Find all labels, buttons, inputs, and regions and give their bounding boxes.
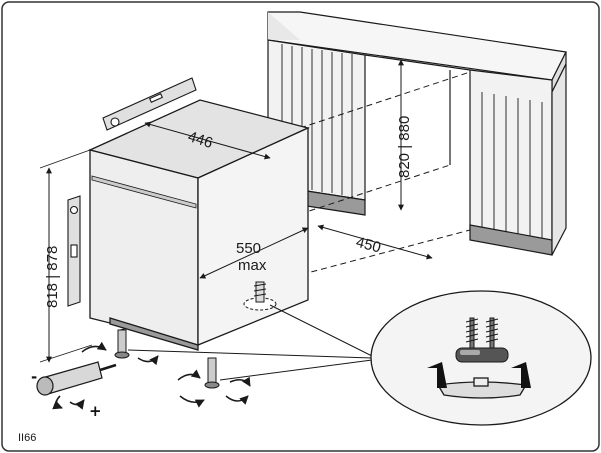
spring-foot-icon <box>243 281 277 311</box>
dimension-recess-depth: 450 <box>354 234 383 257</box>
dimension-width-top: 446 <box>186 128 215 152</box>
kitchen-cabinets <box>267 11 567 256</box>
spirit-level-icon <box>102 77 197 131</box>
screwdriver-icon <box>36 361 117 410</box>
dimension-depth-unit: max <box>238 257 267 274</box>
detail-leader-lines <box>127 304 373 381</box>
dimension-depth: 550 <box>236 240 261 257</box>
figure-id: II66 <box>18 432 36 444</box>
detail-callout <box>370 290 592 426</box>
dimension-lines <box>39 59 433 363</box>
dimension-recess-height: 820 | 880 <box>396 116 413 178</box>
adjust-plus-symbol: + <box>89 402 102 420</box>
up-arrow-icon <box>427 362 531 388</box>
rotation-arrow-icon <box>81 341 251 408</box>
spirit-level-icon <box>67 195 81 307</box>
spring-foot-icon <box>455 317 509 363</box>
dimension-height: 818 | 878 <box>44 246 61 308</box>
adjust-minus-symbol: - <box>31 368 37 386</box>
front-feet <box>114 329 220 389</box>
